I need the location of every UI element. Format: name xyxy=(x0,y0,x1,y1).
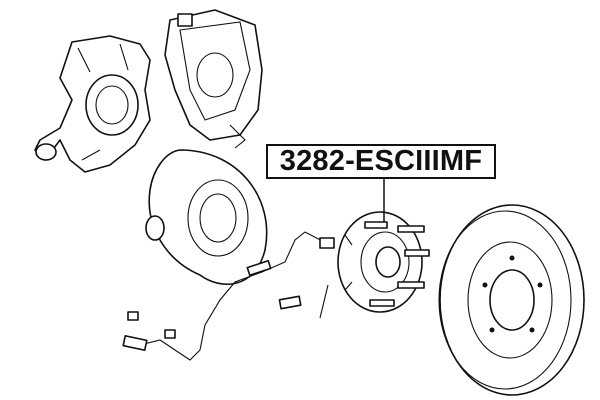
abs-sensor-wire xyxy=(122,231,335,361)
brake-caliper xyxy=(164,9,263,149)
steering-knuckle xyxy=(34,35,151,173)
part-number-label: 3282-ESCIIIMF xyxy=(266,144,496,179)
brake-rotor xyxy=(438,204,585,396)
dust-shield xyxy=(145,149,268,286)
wheel-hub-bearing xyxy=(278,211,430,319)
